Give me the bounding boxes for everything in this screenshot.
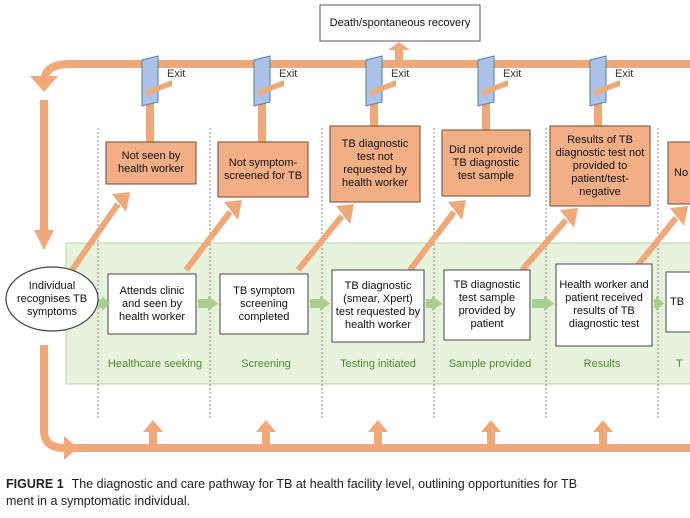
- stage-label: Results: [583, 358, 621, 370]
- failure-box-text: Results of TB diagnostic test not provid…: [555, 133, 645, 198]
- step-box-text: Attends clinic and seen by health worker: [118, 284, 186, 323]
- failure-box-text: Did not provide TB diagnostic test sampl…: [449, 143, 523, 182]
- step-box-text: TB symptom screening completed: [233, 284, 295, 323]
- failure-box-text: TB diagnostic test not requested by heal…: [341, 138, 409, 189]
- exit-label: Exit: [167, 68, 186, 80]
- stage-label: Testing initiated: [340, 358, 416, 370]
- bottom-up-arrows: [143, 420, 613, 446]
- exit-label: Exit: [279, 68, 298, 80]
- exit-markers: [141, 55, 620, 142]
- failure-boxes: [105, 125, 690, 207]
- stage-label: Sample provided: [448, 358, 532, 370]
- failure-box-text: Not symptom-screened for TB: [223, 156, 303, 182]
- step-box-text: Health worker and patient received resul…: [559, 279, 649, 330]
- stage-label-partial: T: [676, 358, 683, 370]
- figure-caption: FIGURE 1 The diagnostic and care pathway …: [6, 476, 690, 510]
- outcome-text: Death/spontaneous recovery: [329, 16, 471, 29]
- failure-box-text: Not seen by health worker: [117, 150, 185, 175]
- stage-label: Healthcare seeking: [107, 358, 203, 370]
- outer-loop-arrowheads: [30, 76, 78, 460]
- start-oval: [5, 266, 99, 332]
- caption-label: FIGURE 1: [6, 477, 64, 491]
- green-arrows: [98, 296, 664, 311]
- step-box-text-partial: TB: [670, 295, 685, 308]
- start-node-text: Individual recognises TB symptoms: [16, 279, 88, 318]
- failure-box-text-partial: No t: [674, 166, 689, 179]
- caption-line-1: The diagnostic and care pathway for TB a…: [71, 477, 578, 491]
- diagonal-arrowheads: [112, 192, 688, 228]
- stage-dividers: [97, 128, 659, 418]
- stage-label: Screening: [241, 358, 291, 370]
- exit-label: Exit: [391, 68, 410, 80]
- step-box-text: TB diagnostic (smear, Xpert) test reques…: [335, 280, 421, 331]
- diagonal-arrows: [69, 202, 679, 272]
- outcome-box: [319, 4, 481, 42]
- exit-label: Exit: [503, 68, 522, 80]
- pathway-diagram: Death/spontaneous recovery Individual re…: [5, 4, 690, 460]
- step-box-text: TB diagnostic test sample provided by pa…: [453, 279, 521, 330]
- exit-label: Exit: [615, 68, 634, 80]
- caption-line-2: ment in a symptomatic individual.: [6, 494, 191, 508]
- step-boxes: [107, 263, 690, 347]
